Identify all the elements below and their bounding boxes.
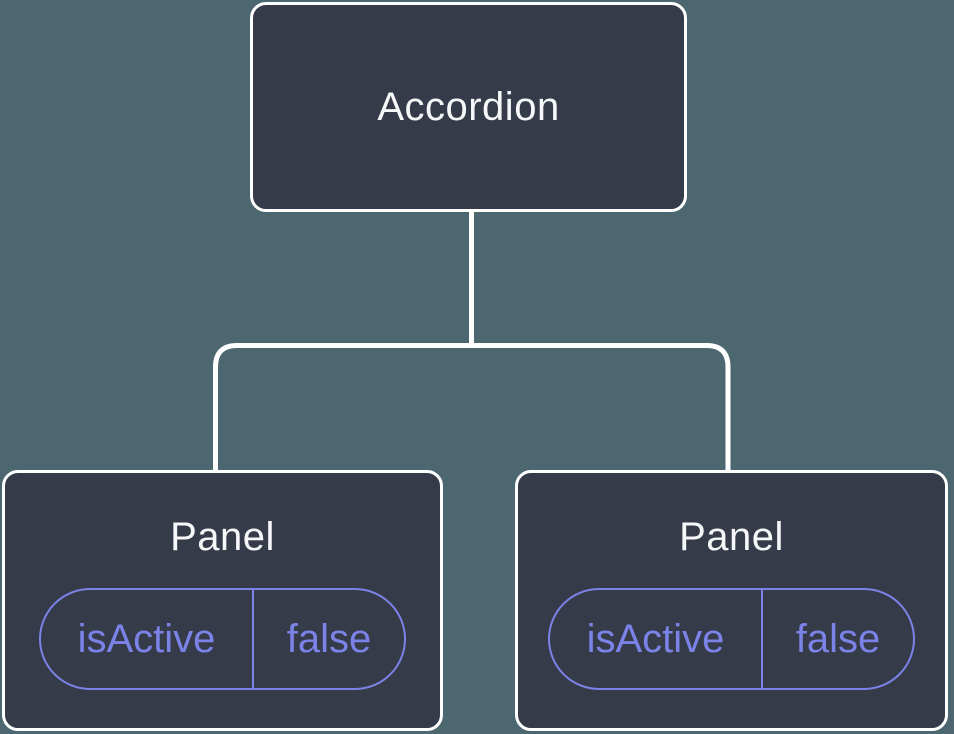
accordion-node-label: Accordion <box>377 85 560 129</box>
state-pill: isActive false <box>39 588 406 690</box>
panel-node-label: Panel <box>170 515 275 559</box>
tree-node-panel-left: Panel isActive false <box>2 470 443 731</box>
tree-node-panel-right: Panel isActive false <box>515 470 948 731</box>
state-value-label: false <box>286 617 372 661</box>
state-key-label: isActive <box>550 590 763 688</box>
state-pill: isActive false <box>548 588 915 690</box>
connector-bracket <box>213 343 731 471</box>
panel-node-label: Panel <box>679 515 784 559</box>
tree-node-accordion: Accordion <box>250 2 687 212</box>
state-key-label: isActive <box>41 590 254 688</box>
state-value-label: false <box>795 617 881 661</box>
